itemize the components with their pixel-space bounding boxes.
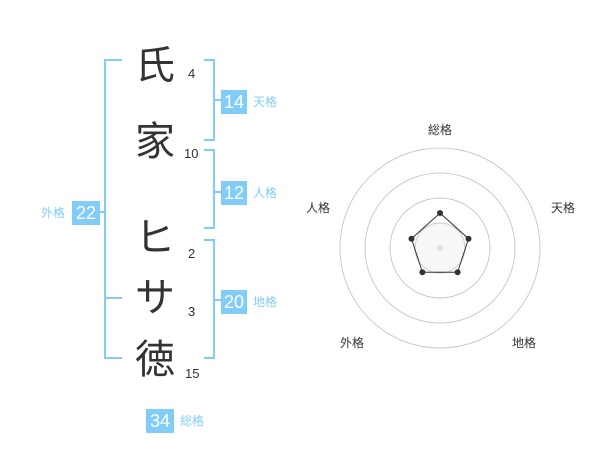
axis-label-chikaku: 地格 bbox=[512, 335, 536, 350]
stroke-count-2: 10 bbox=[184, 146, 199, 161]
jinkaku-bracket bbox=[204, 149, 215, 229]
name-char-5: 徳 bbox=[135, 337, 175, 383]
gaikaku-bracket bbox=[104, 59, 122, 359]
radar-point-4 bbox=[419, 269, 426, 276]
jinkaku-value: 12 bbox=[221, 181, 247, 205]
axis-label-tenkaku: 天格 bbox=[551, 200, 575, 215]
stroke-count-3: 2 bbox=[188, 246, 196, 261]
chikaku-label: 地格 bbox=[253, 295, 278, 309]
stroke-count-4: 3 bbox=[188, 304, 196, 319]
radar-polygon bbox=[410, 212, 470, 273]
radar-point-2 bbox=[465, 235, 472, 242]
tenkaku-label: 天格 bbox=[253, 95, 278, 109]
radar-center bbox=[437, 245, 443, 251]
jinkaku-label: 人格 bbox=[253, 186, 278, 200]
tenkaku-value: 14 bbox=[221, 90, 247, 114]
radar-ring-3 bbox=[364, 172, 516, 324]
stroke-count-5: 15 bbox=[185, 366, 200, 381]
radar-point-5 bbox=[408, 235, 415, 242]
gaikaku-value: 22 bbox=[72, 201, 100, 225]
radar-ring-2 bbox=[389, 197, 491, 299]
gaikaku-label: 外格 bbox=[41, 206, 66, 220]
axis-label-jinkaku: 人格 bbox=[306, 200, 330, 215]
radar-point-3 bbox=[454, 269, 461, 276]
soukaku-label: 総格 bbox=[180, 414, 205, 428]
name-char-4: サ bbox=[135, 275, 175, 321]
name-char-1: 氏 bbox=[135, 43, 175, 89]
name-char-2: 家 bbox=[135, 119, 175, 165]
radar-ring-4 bbox=[339, 147, 541, 349]
name-char-3: ヒ bbox=[135, 215, 175, 261]
radar-point-1 bbox=[437, 210, 443, 216]
chikaku-value: 20 bbox=[221, 290, 247, 314]
soukaku-value: 34 bbox=[146, 409, 174, 433]
stroke-count-1: 4 bbox=[188, 66, 196, 81]
axis-label-gaikaku: 外格 bbox=[340, 335, 364, 350]
axis-label-soukaku: 総格 bbox=[428, 122, 452, 137]
